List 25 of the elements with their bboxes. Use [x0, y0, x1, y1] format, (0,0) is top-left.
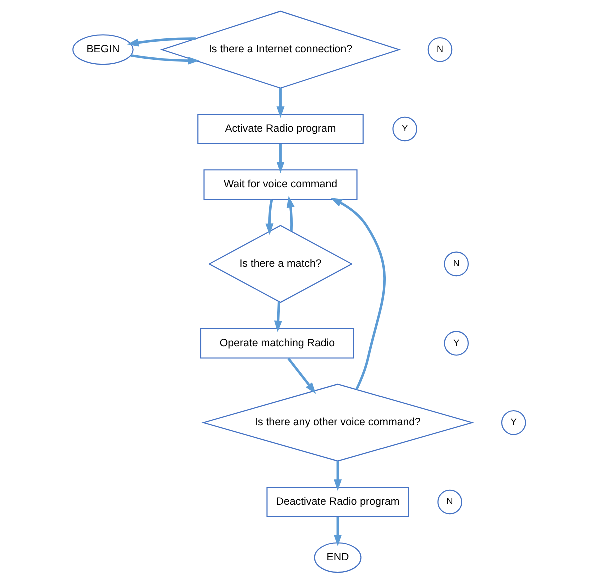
node-box: Operate matching Radio: [200, 328, 354, 359]
node-circle: N: [427, 37, 452, 62]
arrow: [287, 358, 316, 394]
arrow: [276, 144, 284, 174]
arrow: [330, 198, 386, 390]
arrow: [333, 461, 342, 492]
node-ellipse: END: [314, 542, 362, 574]
node-circle: Y: [444, 331, 468, 356]
node-circle: Y: [392, 116, 417, 142]
arrow: [265, 200, 274, 236]
node-ellipse: BEGIN: [72, 34, 134, 66]
node-box: Wait for voice command: [203, 170, 358, 200]
node-circle: N: [437, 490, 462, 515]
arrow: [286, 196, 294, 232]
node-circle: N: [444, 252, 468, 277]
node-circle: Y: [500, 410, 526, 436]
arrow: [126, 38, 196, 47]
arrow: [276, 88, 284, 118]
arrow: [130, 54, 200, 65]
node-box: Activate Radio program: [197, 114, 364, 144]
node-box: Deactivate Radio program: [266, 486, 409, 518]
node-diamond: Is there a Internet connection?: [160, 10, 401, 89]
arrow: [333, 517, 342, 546]
node-diamond: Is there a match?: [208, 225, 353, 304]
arrow: [274, 302, 282, 332]
